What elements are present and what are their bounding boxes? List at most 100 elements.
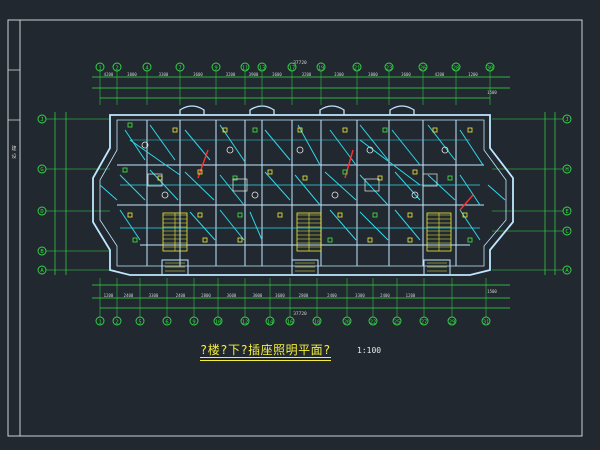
axis-label-top: 4 <box>145 66 149 72</box>
axis-label-top: 21 <box>354 66 361 72</box>
axis-label-bottom: 18 <box>314 320 321 326</box>
fixture-symbol <box>252 127 258 133</box>
fixture-symbol <box>122 167 128 173</box>
dim-text-bottom: 3300 <box>149 293 159 298</box>
wire-run <box>99 184 118 201</box>
axis-label-bottom: 9 <box>192 320 195 326</box>
bathroom-fixture <box>232 178 248 192</box>
fixture-symbol <box>277 212 283 218</box>
axis-label-bottom: 10 <box>215 320 222 326</box>
axis-label-bottom: 16 <box>287 320 294 326</box>
dim-text-top: 4200 <box>435 72 445 77</box>
dim-text-top: 3800 <box>368 72 378 77</box>
light-fixture <box>366 146 374 154</box>
light-fixture <box>331 191 339 199</box>
light-fixture <box>226 146 234 154</box>
fixture-symbol <box>237 212 243 218</box>
drawing-title: ?楼?下?插座照明平面? <box>200 343 331 357</box>
axis-label-left: J <box>40 117 43 123</box>
entrance-porch <box>291 259 319 276</box>
axis-label-top: 13 <box>259 66 266 72</box>
axis-label-bottom: 27 <box>421 320 428 326</box>
bay-window-top <box>249 105 275 115</box>
dim-text-bottom: 2400 <box>327 293 337 298</box>
fixture-symbol <box>202 237 208 243</box>
title-underline <box>200 357 331 358</box>
bathroom-fixture <box>147 173 163 187</box>
fixture-symbol <box>407 212 413 218</box>
dim-text-bottom: 2800 <box>299 293 309 298</box>
fixture-symbol <box>127 122 133 128</box>
wire-run <box>487 184 506 201</box>
axis-label-right: H <box>565 167 568 173</box>
axis-label-bottom: 22 <box>370 320 377 326</box>
wire-run <box>427 174 456 201</box>
fixture-symbol <box>197 169 203 175</box>
fixture-symbol <box>337 212 343 218</box>
red-circuit-line <box>197 149 209 179</box>
dim-text-top: 3600 <box>272 72 282 77</box>
bay-window-top <box>179 105 205 115</box>
dim-text-bottom: 3000 <box>253 293 263 298</box>
axis-label-top: 11 <box>242 66 249 72</box>
dim-text-top: 4200 <box>104 72 114 77</box>
wire-run <box>264 129 291 161</box>
axis-label-bottom: 5 <box>138 320 141 326</box>
fixture-symbol <box>382 127 388 133</box>
wire-run <box>189 211 216 241</box>
dim-text-bottom: 2800 <box>201 293 211 298</box>
wire-run <box>359 211 389 241</box>
axis-label-top: 28 <box>453 66 460 72</box>
fixture-symbol <box>447 175 453 181</box>
axis-label-left: G <box>40 167 43 173</box>
total-dim-top: 37720 <box>293 60 307 66</box>
light-fixture <box>141 141 149 149</box>
axis-label-top: 26 <box>420 66 427 72</box>
wire-run <box>119 174 146 201</box>
bathroom-fixture <box>364 178 380 192</box>
axis-label-right: C <box>565 229 568 235</box>
fixture-symbol <box>127 212 133 218</box>
wire-run <box>129 139 181 176</box>
drawing-scale: 1:100 <box>357 346 382 355</box>
fixture-symbol <box>342 169 348 175</box>
dim-text-bottom: 2400 <box>380 293 390 298</box>
red-circuit-line <box>459 194 474 211</box>
fixture-symbol <box>432 127 438 133</box>
building-outline <box>92 114 514 276</box>
building-inner-outline <box>99 119 507 267</box>
wire-run <box>329 129 357 166</box>
dim-text-top: 3900 <box>249 72 259 77</box>
wire-run <box>391 129 421 166</box>
dim-text-top: 3600 <box>193 72 203 77</box>
light-fixture <box>441 146 449 154</box>
axis-label-top: 19 <box>318 66 325 72</box>
wire-run <box>329 209 357 241</box>
dim-text-bottom: 3600 <box>227 293 237 298</box>
entrance-porch <box>423 259 451 276</box>
dim-text-top: 3300 <box>159 72 169 77</box>
axis-label-right: E <box>565 209 568 215</box>
wire-run <box>184 171 215 201</box>
wire-run <box>219 124 246 163</box>
dim-text-bottom: 1200 <box>406 293 416 298</box>
dim-text-top: 3600 <box>401 72 411 77</box>
wire-run <box>324 171 357 201</box>
bay-window-top <box>389 105 415 115</box>
dim-text-bottom: 3600 <box>275 293 285 298</box>
wire-run <box>297 124 321 166</box>
axis-label-top: 9 <box>214 66 217 72</box>
red-circuit-line <box>344 149 354 179</box>
dim-text-bottom: 3300 <box>355 293 365 298</box>
dim-text-top: 3800 <box>127 72 137 77</box>
axis-label-bottom: 1 <box>98 320 101 326</box>
wire-run <box>394 171 421 201</box>
fixture-symbol <box>367 237 373 243</box>
axis-label-top: 23 <box>386 66 393 72</box>
wire-run <box>359 124 389 161</box>
axis-label-bottom: 12 <box>242 320 249 326</box>
fixture-symbol <box>342 127 348 133</box>
fixture-symbol <box>222 127 228 133</box>
